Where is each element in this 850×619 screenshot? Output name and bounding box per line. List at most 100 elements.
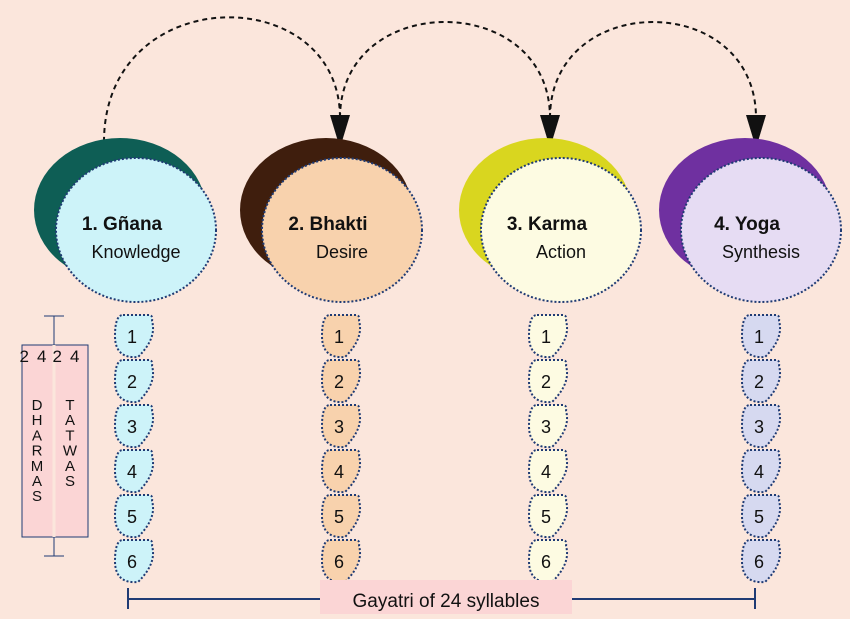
stage-bhakti-title: 2. Bhakti xyxy=(288,214,367,235)
syllable-cell-number: 5 xyxy=(127,507,137,527)
syllable-cell-number: 1 xyxy=(127,327,137,347)
syllable-cell: 4 xyxy=(740,449,781,494)
syllable-cell: 1 xyxy=(527,314,568,359)
syllable-cell: 1 xyxy=(320,314,361,359)
syllable-cell: 1 xyxy=(113,314,154,359)
syllable-cell-shape xyxy=(527,359,568,404)
syllable-cell-number: 3 xyxy=(334,417,344,437)
stage-bhakti-circle xyxy=(261,157,423,303)
syllable-cell: 6 xyxy=(320,539,361,584)
syllable-cell-number: 3 xyxy=(541,417,551,437)
tatwas-letter: A xyxy=(65,412,75,429)
syllable-cell-shape xyxy=(527,449,568,494)
syllable-cell-number: 5 xyxy=(541,507,551,527)
syllable-cell-number: 2 xyxy=(754,372,764,392)
dharmas-letter: A xyxy=(32,427,42,444)
stage-gnana-meaning: Knowledge xyxy=(91,242,180,262)
dharmas-letter: A xyxy=(32,473,42,490)
syllable-cell-shape xyxy=(320,494,361,539)
syllable-cell: 2 xyxy=(320,359,361,404)
tatwas-letter: W xyxy=(63,443,78,460)
dharmas-number: 24 xyxy=(20,347,55,366)
syllable-cell-shape xyxy=(320,404,361,449)
arrow-1-to-2 xyxy=(103,16,341,143)
arrow-head-3 xyxy=(540,115,560,148)
syllable-cell-shape xyxy=(320,449,361,494)
syllable-cell: 2 xyxy=(740,359,781,404)
syllable-cell: 5 xyxy=(527,494,568,539)
stage-gnana-title: 1. Gñana xyxy=(82,214,163,235)
dharmas-letter: R xyxy=(32,443,43,460)
syllable-cell: 2 xyxy=(527,359,568,404)
stage-bhakti-meaning: Desire xyxy=(316,242,368,262)
dharmas-letter: M xyxy=(31,458,44,475)
syllable-cell: 5 xyxy=(113,494,154,539)
syllable-cell-shape xyxy=(740,494,781,539)
syllable-cell-shape xyxy=(527,494,568,539)
dharmas-letter: H xyxy=(32,412,43,429)
syllable-cell-shape xyxy=(113,494,154,539)
syllable-cell-number: 1 xyxy=(541,327,551,347)
syllable-cell-shape xyxy=(320,539,361,584)
syllable-cell-shape xyxy=(527,539,568,584)
syllable-cell: 4 xyxy=(320,449,361,494)
connecting-arrows xyxy=(103,16,766,148)
stage-yoga-meaning: Synthesis xyxy=(722,242,800,262)
syllable-cell-shape xyxy=(527,314,568,359)
syllable-cell-number: 3 xyxy=(127,417,137,437)
arrow-3-to-4 xyxy=(549,21,757,119)
arrow-2-to-3 xyxy=(339,21,551,119)
bottom-label-box xyxy=(320,580,572,614)
syllable-cell: 3 xyxy=(527,404,568,449)
stage-karma-title: 3. Karma xyxy=(507,214,588,235)
tatwas-letter: A xyxy=(65,458,75,475)
stage-yoga-title: 4. Yoga xyxy=(714,214,780,235)
arrow-head-2 xyxy=(330,115,350,148)
syllable-cell-number: 2 xyxy=(541,372,551,392)
syllable-cell: 4 xyxy=(527,449,568,494)
syllable-cell: 6 xyxy=(740,539,781,584)
syllable-cell: 3 xyxy=(320,404,361,449)
tatwas-letter: S xyxy=(65,473,75,490)
cell-column-bhakti: 1 2 3 4 5 6 xyxy=(320,314,361,584)
bottom-bracket: Gayatri of 24 syllables xyxy=(127,580,756,614)
syllable-cell-number: 4 xyxy=(127,462,137,482)
syllable-cell: 3 xyxy=(113,404,154,449)
tatwas-letter: T xyxy=(65,397,74,414)
syllable-cell-number: 6 xyxy=(541,552,551,572)
syllable-cell-number: 2 xyxy=(334,372,344,392)
syllable-cell-shape xyxy=(320,359,361,404)
syllable-cell-shape xyxy=(740,314,781,359)
stage-yoga-circle xyxy=(680,157,842,303)
syllable-cell-shape xyxy=(113,359,154,404)
syllable-cell-shape xyxy=(740,404,781,449)
dharmas-letter: D xyxy=(32,397,43,414)
tatwas-letter: T xyxy=(65,427,74,444)
syllable-cell-shape xyxy=(740,539,781,584)
syllable-cell-shape xyxy=(113,449,154,494)
syllable-cell: 5 xyxy=(320,494,361,539)
syllable-cell-number: 6 xyxy=(334,552,344,572)
syllable-cell: 5 xyxy=(740,494,781,539)
syllable-cell-shape xyxy=(113,314,154,359)
syllable-cell-shape xyxy=(740,449,781,494)
stage-gnana-circle xyxy=(55,157,217,303)
syllable-cell-number: 1 xyxy=(334,327,344,347)
syllable-cell: 6 xyxy=(527,539,568,584)
syllable-cell-shape xyxy=(113,404,154,449)
syllable-cell-number: 5 xyxy=(754,507,764,527)
cell-column-karma: 1 2 3 4 5 6 xyxy=(527,314,568,584)
stage-karma-meaning: Action xyxy=(536,242,586,262)
syllable-cell-number: 5 xyxy=(334,507,344,527)
syllable-cell-number: 4 xyxy=(754,462,764,482)
syllable-cell-number: 6 xyxy=(754,552,764,572)
